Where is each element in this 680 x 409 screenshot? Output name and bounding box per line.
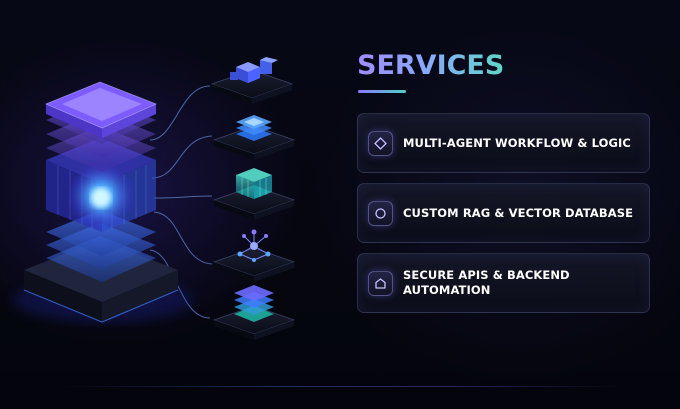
service-card-secure-apis[interactable]: SECURE APIs & BACKEND AUTOMATION — [357, 253, 650, 313]
service-label: MULTI-AGENT WORKFLOW & LOGIC — [403, 136, 631, 150]
server-illustration — [13, 57, 296, 340]
service-label: SECURE APIs & BACKEND AUTOMATION — [403, 268, 570, 297]
data-grid-icon — [212, 168, 296, 220]
title-underline — [358, 90, 406, 93]
circle-icon — [368, 201, 393, 226]
layered-chip-icon — [212, 115, 296, 160]
service-card-rag[interactable]: CUSTOM RAG & VECTOR DATABASE — [357, 183, 650, 243]
service-label: CUSTOM RAG & VECTOR DATABASE — [403, 206, 634, 220]
floor-glow-line — [60, 386, 620, 387]
diamond-icon — [368, 131, 393, 156]
service-card-multi-agent[interactable]: MULTI-AGENT WORKFLOW & LOGIC — [357, 113, 650, 173]
network-graph-icon — [212, 229, 296, 282]
house-icon — [368, 271, 393, 296]
page-title: SERVICES — [357, 50, 505, 81]
cube-cluster-icon — [210, 57, 294, 104]
server-stack-icon — [13, 81, 193, 323]
stacked-layers-icon — [212, 285, 296, 340]
